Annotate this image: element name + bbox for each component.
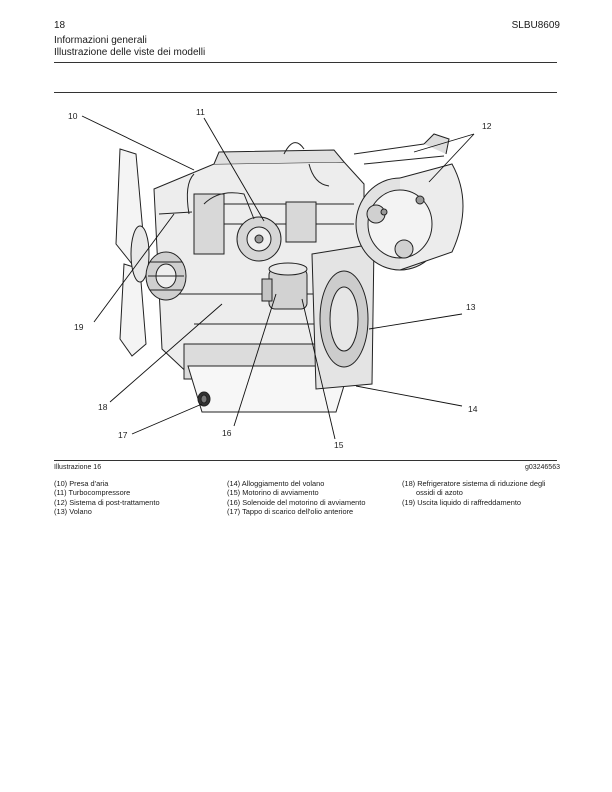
leader-15 bbox=[301, 298, 336, 440]
callout-17: 17 bbox=[118, 430, 128, 440]
callout-19: 19 bbox=[74, 322, 84, 332]
legend-column-1: (10) Presa d'aria (11) Turbocompressore … bbox=[54, 479, 219, 516]
header-rule bbox=[54, 62, 557, 63]
legend-item-16: (16) Solenoide del motorino di avviament… bbox=[227, 497, 366, 507]
leader-13 bbox=[368, 313, 463, 330]
legend-item-19: (19) Uscita liquido di raffreddamento bbox=[402, 497, 521, 507]
leader-19 bbox=[93, 213, 175, 323]
callout-12: 12 bbox=[482, 121, 492, 131]
callout-11: 11 bbox=[196, 107, 205, 117]
callout-16: 16 bbox=[222, 428, 232, 438]
leader-11 bbox=[203, 117, 265, 222]
aftertreatment-module bbox=[353, 133, 464, 271]
callout-leader-lines bbox=[81, 115, 475, 440]
engine-illustration: 10 11 12 13 14 15 16 17 18 19 bbox=[54, 94, 557, 458]
legend-column-2: (14) Alloggiamento del volano (15) Motor… bbox=[227, 479, 395, 516]
leader-12b bbox=[428, 133, 475, 183]
legend-item-12: (12) Sistema di post-trattamento bbox=[54, 497, 160, 507]
legend-item-11: (11) Turbocompressore bbox=[54, 488, 131, 498]
figure-caption: Illustrazione 16 bbox=[54, 464, 102, 471]
callout-15: 15 bbox=[334, 440, 344, 450]
legend-item-13: (13) Volano bbox=[54, 506, 92, 516]
legend-item-18: (18) Refrigeratore sistema di riduzione … bbox=[402, 479, 546, 498]
legend-item-14: (14) Alloggiamento del volano bbox=[227, 479, 325, 488]
caption-rule bbox=[54, 460, 557, 461]
alternator bbox=[145, 251, 187, 301]
callout-10: 10 bbox=[68, 111, 78, 121]
callout-14: 14 bbox=[468, 404, 478, 414]
leader-17 bbox=[131, 403, 203, 435]
cooling-fan bbox=[115, 148, 150, 357]
starter-motor bbox=[261, 262, 308, 310]
legend-item-10: (10) Presa d'aria bbox=[54, 479, 109, 488]
legend-item-15: (15) Motorino di avviamento bbox=[227, 488, 319, 498]
legend-column-3: (18) Refrigeratore sistema di riduzione … bbox=[402, 479, 562, 507]
callout-18: 18 bbox=[98, 402, 108, 412]
figure-top-rule bbox=[54, 92, 557, 93]
leader-14 bbox=[355, 385, 463, 407]
callout-13: 13 bbox=[466, 302, 476, 312]
legend-item-17: (17) Tappo di scarico dell'olio anterior… bbox=[227, 506, 354, 516]
engine-drawing: 10 11 12 13 14 15 16 17 18 19 bbox=[68, 107, 492, 450]
section-subtitle: Illustrazione delle viste dei modelli bbox=[54, 47, 206, 58]
flywheel-housing bbox=[311, 243, 375, 390]
turbocharger bbox=[203, 192, 282, 262]
document-code: SLBU8609 bbox=[511, 20, 560, 31]
section-title: Informazioni generali bbox=[54, 35, 147, 46]
leader-16 bbox=[233, 293, 277, 427]
leader-18 bbox=[109, 303, 223, 403]
figure-image-id: g03246563 bbox=[524, 464, 560, 471]
leader-12a bbox=[413, 133, 475, 153]
leader-10 bbox=[81, 115, 195, 171]
page-number: 18 bbox=[54, 20, 66, 31]
drain-plug bbox=[197, 391, 211, 407]
